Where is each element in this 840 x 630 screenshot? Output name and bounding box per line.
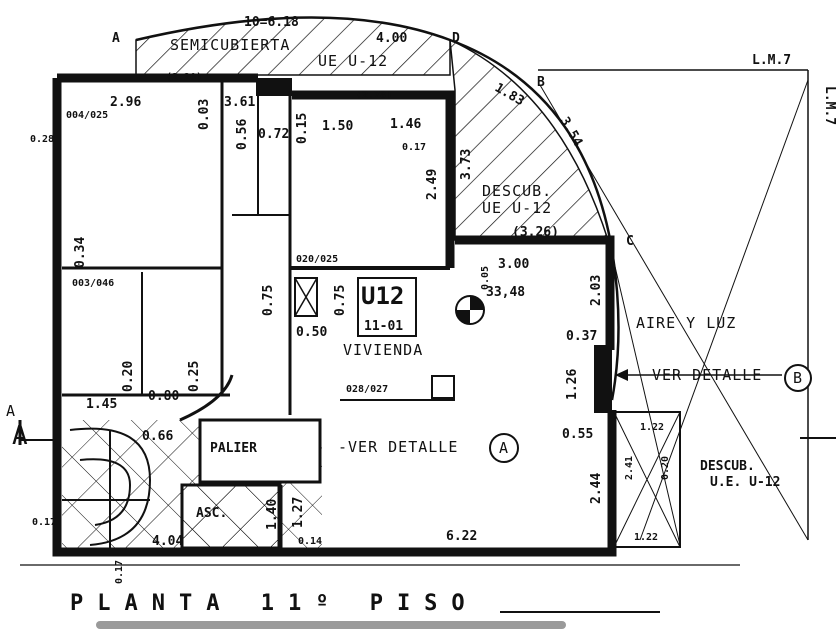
semicubierta-ue-label: UE U-12 [318, 52, 388, 70]
dim-241: 2.41 [624, 456, 635, 480]
dim-122a: 1.22 [640, 422, 664, 433]
dim-025: 0.25 [187, 361, 202, 392]
detalle-a-circle [489, 433, 519, 463]
dim-020-025: 020/025 [296, 254, 338, 265]
door-arc [179, 374, 234, 422]
dim-020: 0.20 [121, 361, 136, 392]
palier-room [198, 418, 322, 484]
dim-201: 0.20 [660, 456, 671, 480]
stair-spiral [62, 427, 152, 548]
lm7-label: L.M.7 [752, 53, 791, 68]
detalle-b-arrowhead [615, 369, 628, 381]
dim-126: 1.26 [565, 369, 580, 400]
dim-278: (2.78) [356, 90, 392, 101]
area-value: 33,48 [486, 285, 525, 300]
dim-072: 0.72 [258, 127, 289, 142]
dim-150: 1.50 [322, 119, 353, 134]
palier-label: PALIER [210, 441, 257, 456]
dim-003: 0.03 [197, 99, 212, 130]
dim-028: 0.28 [30, 134, 54, 145]
aire-luz-diag-3 [609, 244, 681, 546]
dim-075a: 0.75 [261, 285, 276, 316]
dim-249: 2.49 [425, 169, 440, 200]
lm7-vert-label: L.M.7 [822, 86, 837, 125]
aire-luz-diag-2 [539, 84, 809, 541]
ver-detalle-a-label: -VER DETALLE [338, 438, 458, 456]
unit-number: U12 [361, 282, 404, 310]
dim-404: 4.04 [152, 534, 183, 549]
corner-c: C [626, 234, 634, 249]
dim-296: 2.96 [110, 95, 141, 110]
descub-right-box [613, 411, 681, 548]
dim-004-025: 004/025 [66, 110, 108, 121]
column-top [256, 78, 292, 96]
dim-017b: 0.17 [32, 517, 56, 528]
descub-right-diag [613, 411, 681, 548]
descub-top-label: DESCUB. [482, 182, 552, 200]
descub-top-ue-label: UE U-12 [482, 199, 552, 217]
dim-373: 3.73 [459, 149, 474, 180]
corner-d: D [452, 31, 460, 46]
dim-122b: 1.22 [634, 532, 658, 543]
dim-017a: 0.17 [402, 142, 426, 153]
column-right [594, 345, 612, 413]
ver-detalle-b-label: VER DETALLE [652, 366, 762, 384]
vent-cross [294, 277, 318, 317]
dim-326: (3.26) [512, 225, 559, 240]
detalle-b-circle [784, 364, 812, 392]
dim-003-046: 003/046 [72, 278, 114, 289]
dim-300: 3.00 [498, 257, 529, 272]
dim-361: 3.61 [224, 95, 255, 110]
dim-400: 4.00 [376, 31, 407, 46]
dim-055: 0.55 [562, 427, 593, 442]
level-marker-fill [456, 296, 484, 324]
unit-use: VIVIENDA [343, 341, 423, 359]
asc-label: ASC. [196, 506, 227, 521]
dim-146: 1.46 [390, 117, 421, 132]
section-a-label: A [6, 402, 16, 420]
horizontal-scrollbar[interactable] [96, 621, 566, 629]
dim-618: 10=6.18 [244, 15, 299, 30]
vent-box [294, 277, 318, 317]
marker-b-label: B [793, 369, 803, 387]
dim-034: 0.34 [73, 237, 88, 268]
dim-056: 0.56 [235, 119, 250, 150]
shelf [431, 375, 455, 399]
dim-014: 0.14 [298, 536, 322, 547]
semicubierta-label: SEMICUBIERTA [170, 36, 290, 54]
unit-code: 11-01 [364, 319, 403, 334]
dim-080: 0.80 [148, 389, 179, 404]
curved-balcony-edge [135, 16, 620, 401]
unit-label-box [357, 277, 417, 337]
exterior-walls [52, 73, 617, 557]
dim-203: 2.03 [589, 275, 604, 306]
dim-066: 0.66 [142, 429, 173, 444]
dim-075b: 0.75 [333, 285, 348, 316]
corner-a: A [112, 31, 120, 46]
corner-b: B [537, 75, 545, 90]
descub-right-ue-label: U.E. U-12 [710, 475, 780, 490]
dim-622: 6.22 [446, 529, 477, 544]
dim-127: 1.27 [291, 497, 306, 528]
dim-028-027: 028/027 [346, 384, 388, 395]
dim-015: 0.15 [295, 113, 310, 144]
aire-luz-label: AIRE Y LUZ [636, 314, 736, 332]
dim-140: 1.40 [265, 499, 280, 530]
dim-017c: 0.17 [114, 560, 125, 584]
marker-a-label: A [499, 439, 509, 457]
dim-145: 1.45 [86, 397, 117, 412]
dim-005: 0.05 [480, 266, 491, 290]
descub-right-label: DESCUB. [700, 459, 755, 474]
dim-037: 0.37 [566, 329, 597, 344]
plan-title: PLANTA 11º PISO [70, 591, 479, 616]
dim-220: (2.20) [166, 72, 202, 83]
aire-luz-diag-1 [639, 79, 809, 541]
section-a-mark: A [12, 421, 29, 451]
dim-050: 0.50 [296, 325, 327, 340]
dim-244: 2.44 [589, 473, 604, 504]
